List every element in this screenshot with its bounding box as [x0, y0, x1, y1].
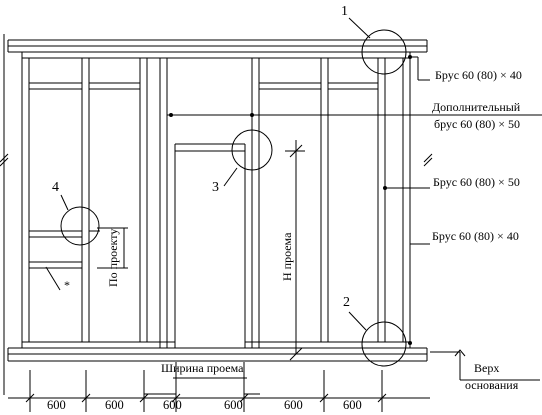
- callout-1: 1: [341, 4, 348, 19]
- label-opening-height: Н проема: [280, 232, 294, 281]
- leaders: [45, 17, 542, 381]
- label-beam-post: Брус 60 (80) × 50: [433, 175, 520, 189]
- callout-2: 2: [343, 295, 350, 310]
- left-post: [21, 52, 30, 348]
- dim-600-3: 600: [163, 398, 182, 412]
- label-star: *: [64, 278, 70, 292]
- dim-600-4: 600: [224, 398, 243, 412]
- annotations: Брус 60 (80) × 40 Дополнительный брус 60…: [64, 68, 522, 392]
- braces: [29, 82, 378, 269]
- bottom-rail: [7, 341, 428, 362]
- label-base-top-1: Верх: [474, 361, 499, 375]
- callout-4: 4: [52, 180, 59, 195]
- dim-600-6: 600: [343, 398, 362, 412]
- label-beam-bottom: Брус 60 (80) × 40: [432, 229, 519, 243]
- label-beam-extra-2: брус 60 (80) × 50: [434, 117, 520, 131]
- frame: [0, 34, 433, 395]
- dim-600-1: 600: [47, 398, 66, 412]
- label-base-top-2: основания: [465, 378, 519, 392]
- label-opening-width: Ширина проема: [161, 361, 244, 375]
- dim-600-2: 600: [105, 398, 124, 412]
- label-beam-top: Брус 60 (80) × 40: [435, 68, 522, 82]
- top-rail: [7, 39, 428, 59]
- label-by-design: По проекту: [106, 229, 120, 287]
- dimension-chain: [8, 362, 430, 412]
- dimension-values: 600 600 600 600 600 600: [47, 398, 362, 412]
- studs: [81, 58, 386, 348]
- callout-numbers: 1 2 3 4: [52, 4, 350, 310]
- dim-600-5: 600: [284, 398, 303, 412]
- callout-3: 3: [212, 180, 219, 195]
- right-break-mark: [423, 153, 433, 167]
- right-post: [402, 52, 411, 348]
- label-beam-extra-1: Дополнительный: [432, 100, 521, 114]
- left-extension-line: [0, 34, 9, 395]
